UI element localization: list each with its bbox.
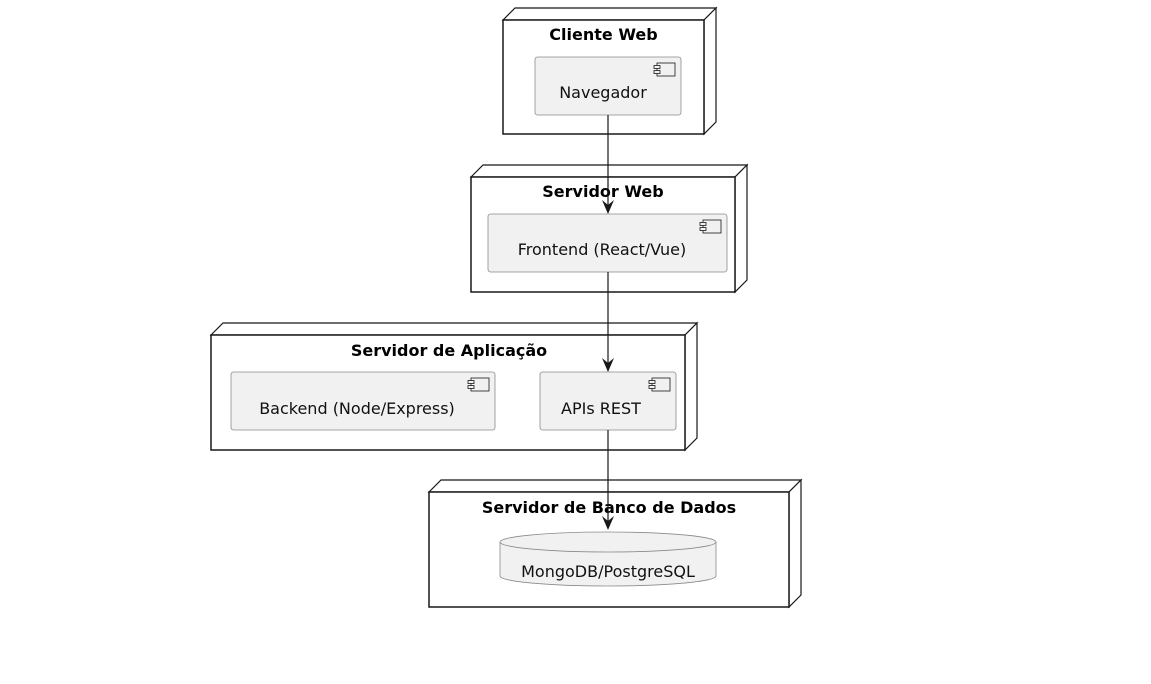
component-navegador: Navegador [534,56,682,116]
node-depth-side [734,163,748,294]
connection-navegador-frontend [602,115,614,214]
node-depth-top [427,479,803,493]
database-cylinder-rim [499,541,717,553]
component-label: APIs REST [561,399,641,418]
connection-apis-database [602,430,614,530]
arrowhead-icon [602,200,614,214]
component-icon [653,62,676,77]
component-frontend: Frontend (React/Vue) [487,213,728,273]
node-servidor-banco-de-dados: Servidor de Banco de Dados MongoDB/Postg… [427,478,803,609]
node-servidor-aplicacao: Servidor de Aplicação Backend (Node/Expr… [209,321,699,452]
component-apis-rest: APIs REST [539,371,677,431]
component-label: Navegador [559,83,647,102]
connection-frontend-apis [602,272,614,372]
node-title: Servidor de Banco de Dados [482,498,736,517]
component-icon [699,219,722,234]
component-icon [648,377,671,392]
database-mongodb-postgresql: MongoDB/PostgreSQL [499,531,717,587]
component-box [230,371,496,431]
arrowhead-icon [602,358,614,372]
arrowhead-icon [602,516,614,530]
node-depth-top [209,322,699,336]
node-servidor-web: Servidor Web Frontend (React/Vue) [469,163,749,294]
component-backend: Backend (Node/Express) [230,371,496,431]
node-depth-top [501,7,718,21]
node-title: Cliente Web [549,25,657,44]
node-depth-side [703,6,717,136]
node-title: Servidor Web [542,182,663,201]
node-title: Servidor de Aplicação [351,341,547,360]
node-depth-side [684,321,698,452]
database-label: MongoDB/PostgreSQL [521,562,695,581]
component-icon [467,377,490,392]
node-depth-top [469,164,749,178]
component-label: Backend (Node/Express) [259,399,455,418]
node-cliente-web: Cliente Web Navegador [501,6,718,136]
component-label: Frontend (React/Vue) [518,240,687,259]
node-depth-side [788,478,802,609]
